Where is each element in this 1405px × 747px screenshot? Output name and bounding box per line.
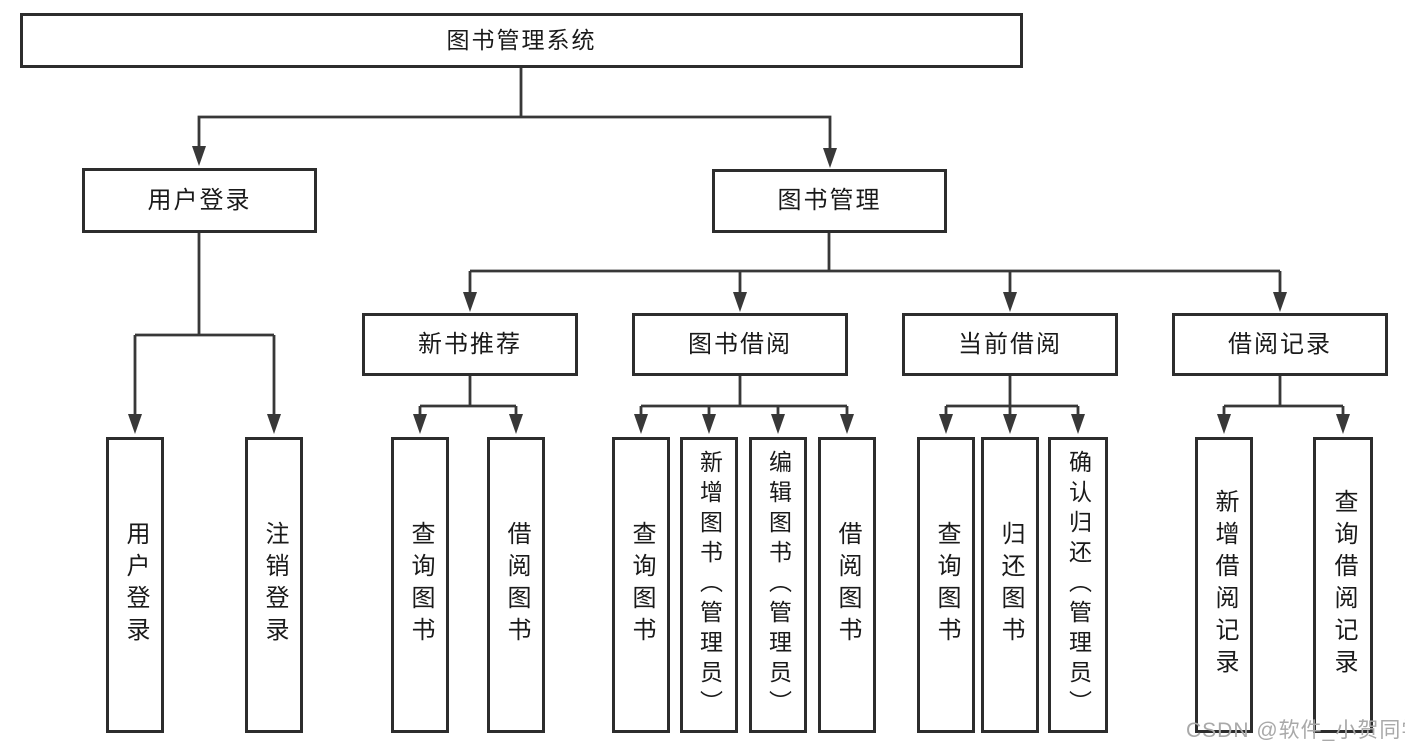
node-current-borrowing: 当前借阅 bbox=[902, 313, 1118, 376]
leaf-edit-books-admin: 编辑图书（管理员） bbox=[749, 437, 807, 733]
node-user-login: 用户登录 bbox=[82, 168, 317, 233]
leaf-query-books-1: 查询图书 bbox=[391, 437, 449, 733]
leaf-query-books-2: 查询图书 bbox=[612, 437, 670, 733]
leaf-borrow-books-1: 借阅图书 bbox=[487, 437, 545, 733]
leaf-user-login: 用户登录 bbox=[106, 437, 164, 733]
leaf-return-books: 归还图书 bbox=[981, 437, 1039, 733]
leaf-add-borrow-record: 新增借阅记录 bbox=[1195, 437, 1253, 733]
leaf-borrow-books-2: 借阅图书 bbox=[818, 437, 876, 733]
node-new-book-recommend: 新书推荐 bbox=[362, 313, 578, 376]
csdn-watermark: CSDN @软件_小贺同学 bbox=[1186, 719, 1405, 742]
node-library-system: 图书管理系统 bbox=[20, 13, 1023, 68]
leaf-query-borrow-record: 查询借阅记录 bbox=[1313, 437, 1373, 733]
leaf-confirm-return-admin: 确认归还（管理员） bbox=[1048, 437, 1108, 733]
leaf-query-books-3: 查询图书 bbox=[917, 437, 975, 733]
node-book-management: 图书管理 bbox=[712, 169, 947, 233]
node-book-borrowing: 图书借阅 bbox=[632, 313, 848, 376]
node-borrowing-records: 借阅记录 bbox=[1172, 313, 1388, 376]
leaf-add-books-admin: 新增图书（管理员） bbox=[680, 437, 738, 733]
leaf-logout-login: 注销登录 bbox=[245, 437, 303, 733]
